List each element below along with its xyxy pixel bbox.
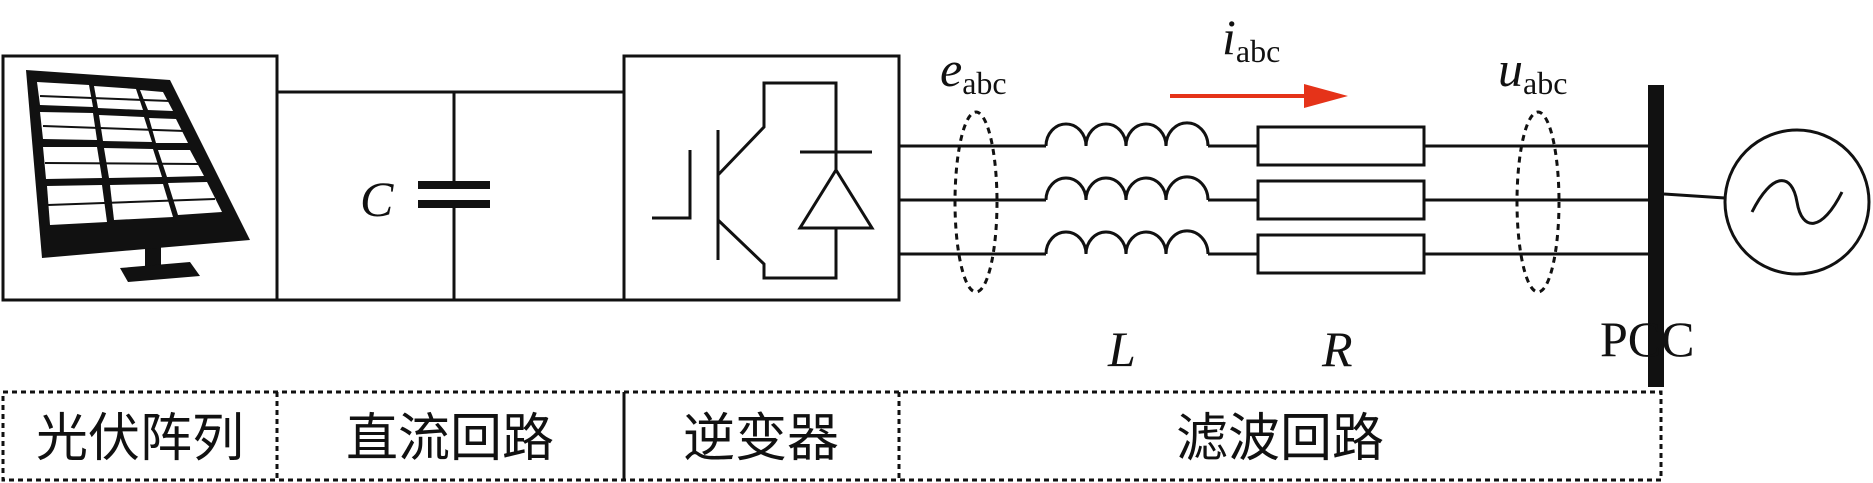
inverter-block	[622, 54, 901, 302]
ac-source-icon	[1723, 128, 1871, 276]
section-label-filter: 滤波回路	[1176, 409, 1384, 469]
grid-voltage-label: uabc	[1498, 41, 1567, 101]
inductor-phase-a	[1044, 121, 1210, 147]
resistors	[1256, 125, 1426, 275]
section-bar: 光伏阵列 直流回路 逆变器 滤波回路	[1, 390, 1663, 482]
dc-capacitor	[418, 181, 490, 208]
inductor-phase-c	[1044, 229, 1210, 255]
current-label: iabc	[1222, 9, 1280, 69]
inverter-voltage-probe	[953, 110, 999, 294]
capacitor-label: C	[360, 171, 394, 227]
resistor-phase-a	[1256, 125, 1426, 167]
section-label-inverter: 逆变器	[683, 409, 839, 469]
three-phase-lines	[899, 144, 1648, 256]
dc-link-block: C	[275, 90, 626, 302]
pv-array-block	[1, 54, 279, 302]
grid-voltage-probe	[1515, 110, 1561, 294]
section-label-dc-link: 直流回路	[346, 409, 554, 469]
pcc-bus-bar	[1648, 85, 1664, 387]
current-arrow	[1170, 84, 1348, 108]
inductor-label: L	[1107, 321, 1136, 377]
resistor-label: R	[1321, 321, 1353, 377]
resistor-phase-b	[1256, 179, 1426, 221]
pcc-label: PCC	[1600, 311, 1695, 367]
resistor-phase-c	[1256, 233, 1426, 275]
inverter-voltage-label: eabc	[940, 41, 1007, 101]
inductor-phase-b	[1044, 175, 1210, 201]
solar-panel-icon	[26, 70, 250, 282]
section-label-pv-array: 光伏阵列	[36, 409, 244, 469]
igbt-diode-icon	[652, 81, 875, 280]
